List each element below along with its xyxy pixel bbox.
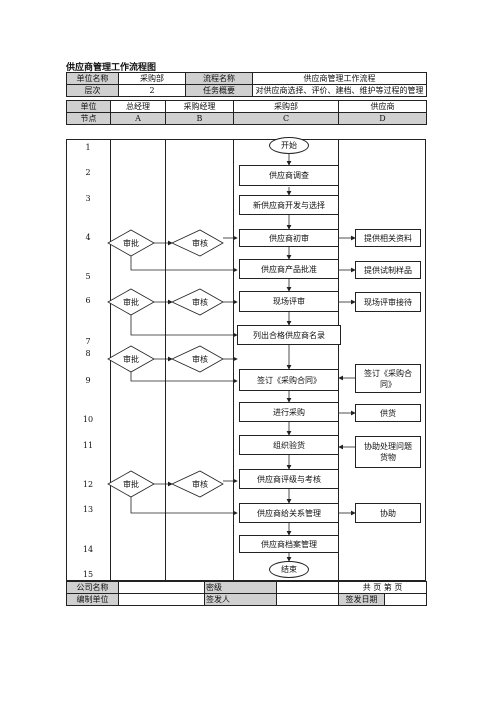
node-number: 5: [85, 272, 91, 281]
review-label: 审核: [192, 480, 208, 489]
level-value: 2: [118, 84, 186, 97]
lane-role-b: 采购经理: [165, 100, 234, 113]
dept-value: 采购部: [118, 72, 186, 85]
node-number: 4: [85, 233, 91, 242]
node-number: 10: [82, 415, 94, 424]
secrecy-label: 密级: [204, 581, 277, 594]
dept-label: 单位名称: [66, 72, 119, 85]
process-box: 供应商档案管理: [239, 535, 339, 553]
date-label: 签发日期: [338, 593, 385, 606]
node-number: 12: [82, 480, 94, 489]
lane-role-a: 总经理: [110, 100, 166, 113]
process-box: 新供应商开发与选择: [239, 195, 339, 215]
supplier-box: 提供试制样品: [355, 261, 421, 279]
lane-letter-c: C: [233, 112, 339, 125]
supplier-box: 提供相关资料: [355, 229, 421, 247]
process-box: 进行采购: [239, 402, 339, 422]
supplier-box: 供货: [355, 404, 421, 422]
task-value: 对供应商选择、评价、建档、维护等过程的管理: [252, 84, 427, 97]
lane-role-c: 采购部: [233, 100, 339, 113]
end-terminal: 结束: [269, 561, 309, 578]
page-count: 共 页 第 页: [337, 581, 428, 594]
start-terminal: 开始: [269, 137, 309, 154]
process-box: 供应商初审: [239, 229, 339, 247]
issuer-label: 签发人: [204, 593, 277, 606]
lane-letter-b: B: [165, 112, 234, 125]
company-value: [118, 581, 205, 594]
date-value: [383, 593, 428, 606]
level-label: 层次: [66, 84, 119, 97]
process-box: 供应商给关系管理: [239, 503, 339, 523]
process-box: 现场评审: [239, 291, 339, 312]
review-label: 审核: [192, 298, 208, 307]
process-box: 供应商产品批准: [239, 259, 339, 279]
node-number: 11: [82, 441, 94, 450]
unit-label: 单位: [66, 100, 111, 113]
secrecy-value: [276, 581, 339, 594]
lane-header-table: 单位 总经理 采购经理 采购部 供应商 节点 A B C D: [66, 100, 427, 125]
company-label: 公司名称: [66, 581, 119, 594]
node-number: 15: [82, 570, 94, 579]
review-label: 审核: [192, 239, 208, 248]
lane-divider: [338, 139, 339, 581]
supplier-box: 协助: [355, 503, 421, 523]
supplier-box: 签订《采购合同》: [355, 364, 421, 393]
node-number: 1: [85, 143, 91, 152]
approve-label: 审批: [123, 298, 139, 307]
page-title: 供应商管理工作流程图: [66, 63, 157, 73]
node-number: 8: [85, 349, 91, 358]
approve-label: 审批: [123, 239, 139, 248]
header-table: 单位名称 采购部 流程名称 供应商管理工作流程 层次 2 任务概要 对供应商选择…: [66, 72, 427, 97]
node-number: 6: [85, 296, 91, 305]
flow-label: 流程名称: [185, 72, 253, 85]
node-label: 节点: [66, 112, 111, 125]
supplier-box: 现场评审接待: [355, 292, 421, 312]
approve-label: 审批: [123, 480, 139, 489]
footer-table: 公司名称 密级 共 页 第 页 编制单位 签发人 签发日期: [66, 581, 428, 606]
process-box: 供应商调查: [239, 165, 339, 186]
flow-grid: [66, 139, 426, 581]
issuer-value: [276, 593, 339, 606]
node-number: 13: [82, 505, 94, 514]
process-box: 供应商评级与考核: [239, 469, 339, 489]
supplier-box: 协助处理问题货物: [355, 436, 421, 468]
unit-label: 编制单位: [66, 593, 119, 606]
node-number: 9: [85, 376, 91, 385]
node-number: 2: [85, 168, 91, 177]
lane-divider: [233, 139, 234, 581]
flow-value: 供应商管理工作流程: [252, 72, 427, 85]
node-number: 3: [85, 194, 91, 203]
node-number: 14: [82, 545, 94, 554]
process-box: 签订《采购合同》: [239, 369, 339, 391]
node-number: 7: [85, 337, 91, 346]
review-label: 审核: [192, 355, 208, 364]
process-box: 组织验货: [239, 435, 339, 455]
unit-value: [118, 593, 205, 606]
lane-divider: [165, 139, 166, 581]
lane-letter-a: A: [110, 112, 166, 125]
task-label: 任务概要: [185, 84, 253, 97]
lane-letter-d: D: [338, 112, 427, 125]
approve-label: 审批: [123, 355, 139, 364]
process-box: 列出合格供应商名录: [237, 325, 341, 345]
lane-role-d: 供应商: [338, 100, 427, 113]
